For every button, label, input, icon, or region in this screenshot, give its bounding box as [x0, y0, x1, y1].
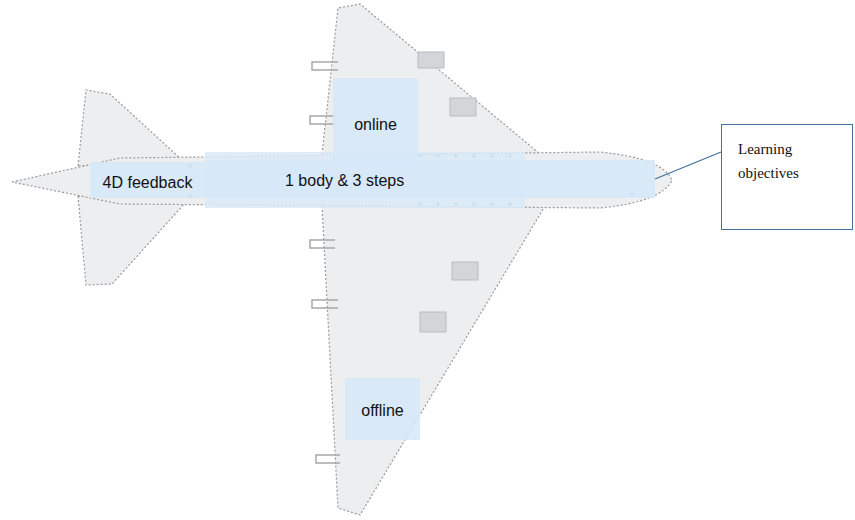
tail-fin-top [78, 90, 182, 166]
fuselage-box: 1 body & 3 steps [205, 160, 655, 198]
pylon [312, 300, 338, 308]
node-label: online [333, 112, 418, 138]
pylon [312, 62, 338, 70]
node-label: offline [345, 398, 420, 424]
pylon [316, 455, 340, 463]
pylon [310, 240, 335, 248]
engine [452, 262, 478, 280]
bottom-wing [322, 206, 545, 515]
node-label: 4D feedback [90, 170, 205, 196]
wing-box: offline [345, 378, 420, 440]
wing-box: online [333, 78, 418, 166]
tail-fin-bottom [78, 196, 186, 285]
engine [420, 312, 446, 332]
node-label: Learning objectives [738, 137, 818, 185]
engine [418, 52, 444, 68]
pylon [310, 116, 335, 124]
tail-box: 4D feedback [90, 162, 205, 198]
leader-line [655, 152, 721, 179]
engine [450, 98, 476, 116]
callout-box: Learning objectives [721, 124, 853, 230]
node-label: 1 body & 3 steps [285, 168, 655, 194]
leader-line-stroke [655, 152, 721, 179]
fuselage [12, 152, 672, 208]
